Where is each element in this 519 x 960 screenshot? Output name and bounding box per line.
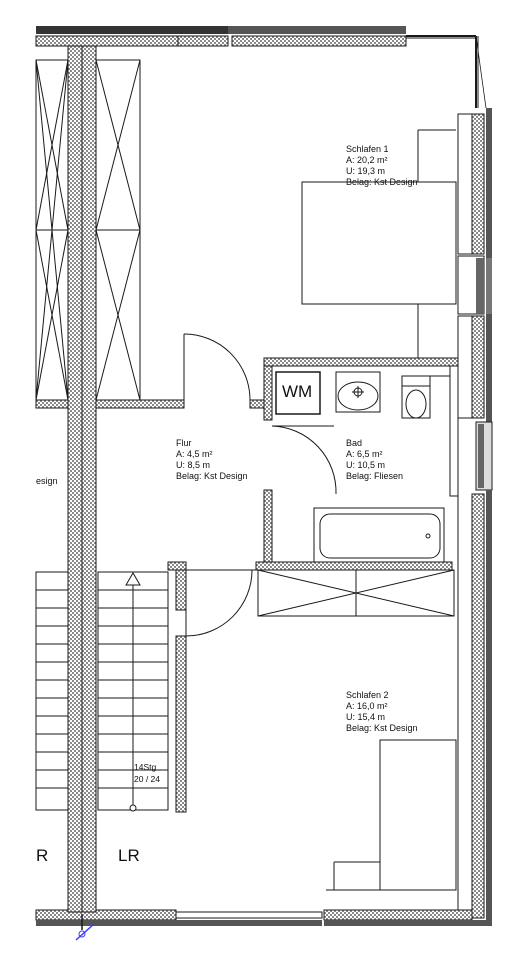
stair-ratio-label: 20 / 24 xyxy=(134,774,160,784)
left-staircase xyxy=(35,571,69,811)
room-label-schlafen1: Schlafen 1 A: 20,2 m² U: 19,3 m Belag: K… xyxy=(346,144,418,188)
section-marker-icon xyxy=(75,914,95,941)
top-wall xyxy=(35,26,476,47)
schlafen2-perimeter: U: 15,4 m xyxy=(346,712,386,722)
lr-label: LR xyxy=(118,846,140,865)
left-wardrobes xyxy=(35,59,141,401)
washing-machine-label: WM xyxy=(282,382,313,401)
room-label-schlafen2: Schlafen 2 A: 16,0 m² U: 15,4 m Belag: K… xyxy=(346,690,418,734)
bottom-wall xyxy=(35,909,492,926)
central-vertical-walls xyxy=(67,45,97,913)
flur-perimeter: U: 8,5 m xyxy=(176,460,211,470)
room-label-flur: Flur A: 4,5 m² U: 8,5 m Belag: Kst Desig… xyxy=(176,438,248,482)
flur-door xyxy=(183,333,251,401)
schlafen1-area: A: 20,2 m² xyxy=(346,155,388,165)
bad-name: Bad xyxy=(346,438,363,448)
flur-floor: Belag: Kst Design xyxy=(176,471,248,481)
schlafen2-name: Schlafen 2 xyxy=(346,690,389,700)
hallway-top-wall xyxy=(35,399,265,409)
schlafen1-perimeter: U: 19,3 m xyxy=(346,166,386,176)
bad-area: A: 6,5 m² xyxy=(346,449,383,459)
wardrobe-cross xyxy=(257,569,455,617)
bathroom-door xyxy=(271,425,337,495)
bed-schlafen2 xyxy=(326,739,457,891)
schlafen2-floor: Belag: Kst Design xyxy=(346,723,418,733)
bad-floor: Belag: Fliesen xyxy=(346,471,404,481)
right-wall xyxy=(457,35,493,926)
bed-schlafen1 xyxy=(301,129,457,358)
schlafen2-area: A: 16,0 m² xyxy=(346,701,388,711)
schlafen2-door xyxy=(167,561,256,813)
bathroom-fixtures xyxy=(275,365,450,563)
flur-name: Flur xyxy=(176,438,192,448)
schlafen1-name: Schlafen 1 xyxy=(346,144,389,154)
partial-design-label: esign xyxy=(36,476,58,486)
stair-steps-label: 14Stg xyxy=(134,762,157,772)
flur-area: A: 4,5 m² xyxy=(176,449,213,459)
room-label-bad: Bad A: 6,5 m² U: 10,5 m Belag: Fliesen xyxy=(346,438,403,482)
partial-r-label: R xyxy=(36,846,49,865)
bad-perimeter: U: 10,5 m xyxy=(346,460,386,470)
schlafen1-floor: Belag: Kst Design xyxy=(346,177,418,187)
staircase xyxy=(97,571,169,812)
